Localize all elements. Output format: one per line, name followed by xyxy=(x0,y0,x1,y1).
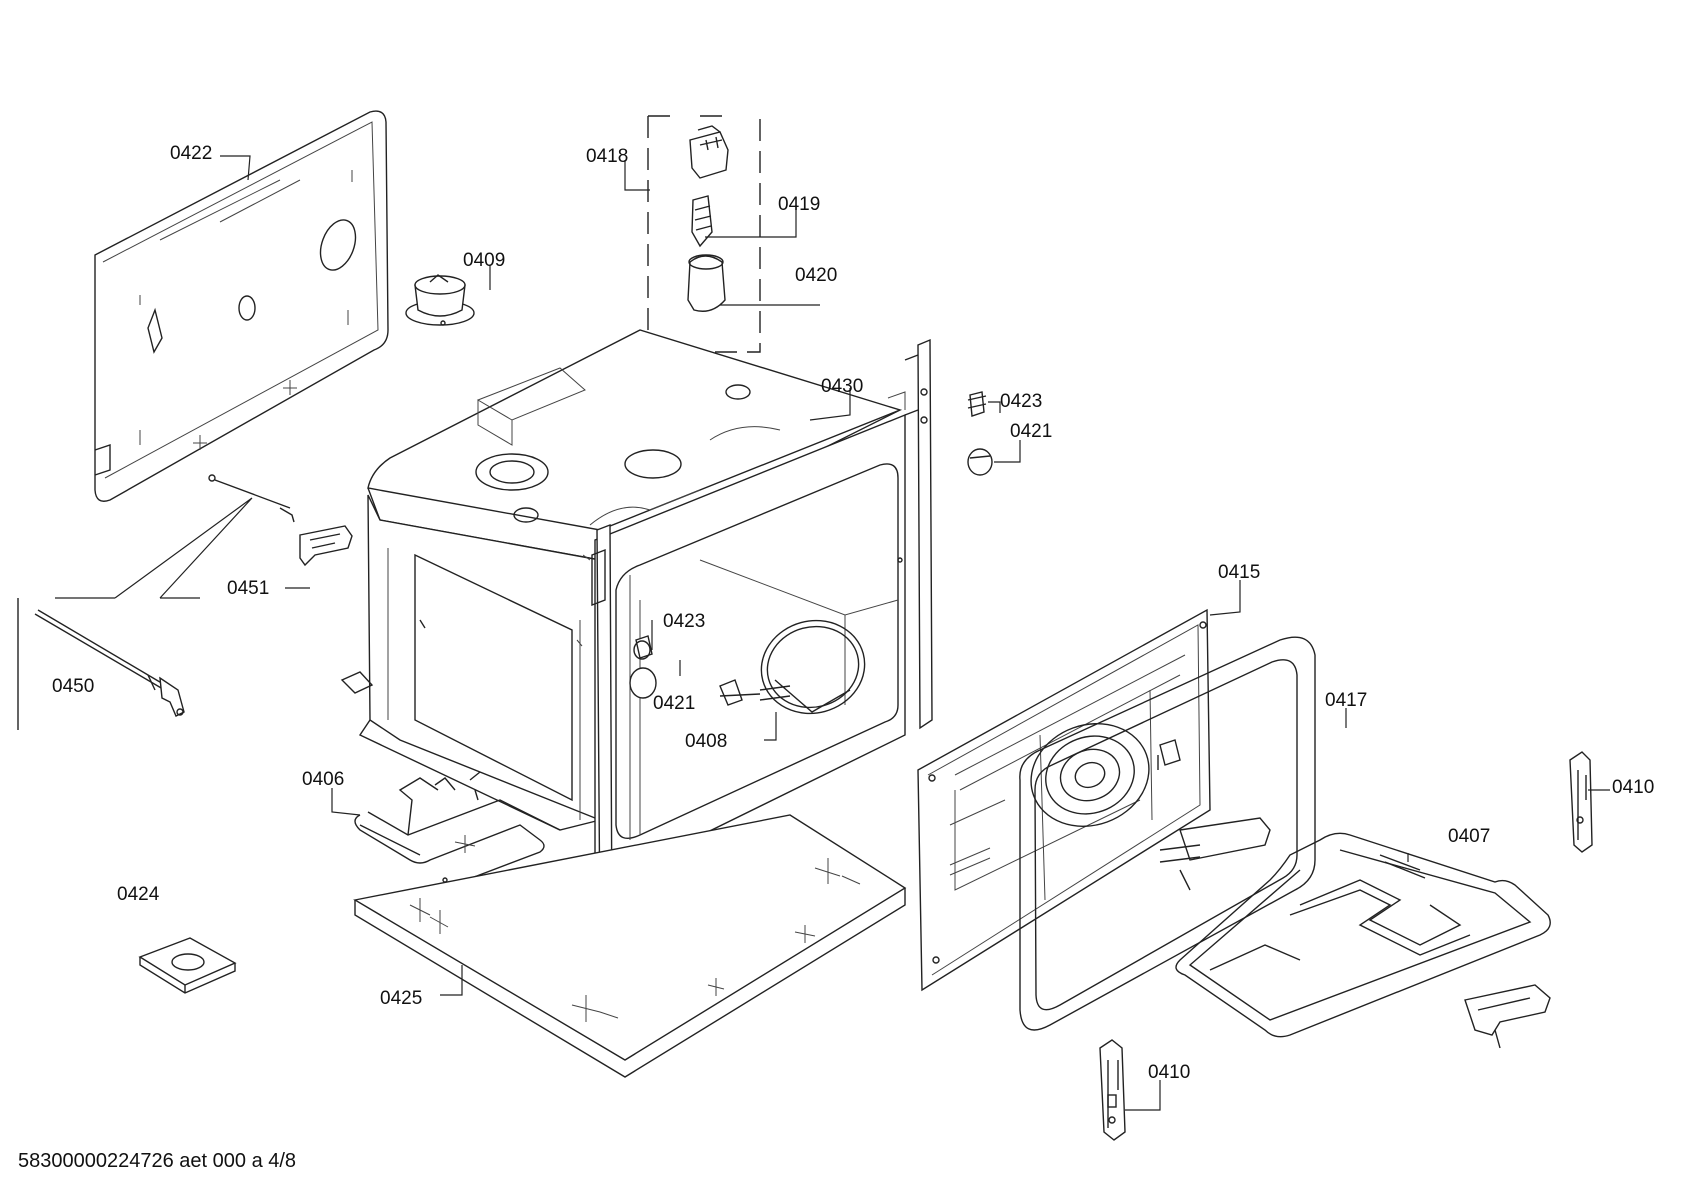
part-0450-sensor-rod xyxy=(17,598,185,730)
part-0409-fan-motor xyxy=(405,274,475,326)
label-0408: 0408 xyxy=(685,731,727,752)
label-0422: 0422 xyxy=(170,143,212,164)
label-0425: 0425 xyxy=(380,988,422,1009)
label-0409: 0409 xyxy=(463,250,505,271)
part-0451-temperature-sensor xyxy=(55,474,353,599)
part-0417-door-seal xyxy=(1019,636,1316,1031)
label-0423-inner: 0423 xyxy=(663,611,705,632)
part-0410-hinge-right xyxy=(1569,751,1593,853)
label-0419: 0419 xyxy=(778,194,820,215)
part-0408-ring-element xyxy=(719,619,866,715)
label-0410-right: 0410 xyxy=(1612,777,1654,798)
label-0415: 0415 xyxy=(1218,562,1260,583)
label-0417: 0417 xyxy=(1325,690,1367,711)
part-0423-0421-upper xyxy=(967,391,993,476)
label-0418: 0418 xyxy=(586,146,628,167)
label-0420: 0420 xyxy=(795,265,837,286)
document-reference-footer: 58300000224726 aet 000 a 4/8 xyxy=(18,1150,297,1172)
leader-lines xyxy=(220,155,1610,1111)
label-0450: 0450 xyxy=(52,676,94,697)
label-0421-inner: 0421 xyxy=(653,693,695,714)
label-0424: 0424 xyxy=(117,884,160,905)
label-0423-upper: 0423 xyxy=(1000,391,1042,412)
part-0424-square-pad xyxy=(138,937,237,994)
part-0410-hinge-bottom xyxy=(1099,1039,1126,1141)
part-0415-fan-panel xyxy=(917,608,1211,992)
label-0451: 0451 xyxy=(227,578,269,599)
label-0407: 0407 xyxy=(1448,826,1490,847)
part-labels: 0422 0409 0418 0419 0420 0430 0423 0421 … xyxy=(52,143,1654,1083)
label-0410-bottom: 0410 xyxy=(1148,1062,1190,1083)
part-0407-grill-element xyxy=(1159,817,1551,1049)
part-0423-0421-inner xyxy=(629,635,657,699)
label-0406: 0406 xyxy=(302,769,344,790)
label-0430: 0430 xyxy=(821,376,863,397)
part-0422-rear-panel xyxy=(94,110,389,502)
label-0421-upper: 0421 xyxy=(1010,421,1052,442)
part-0430-oven-cavity xyxy=(340,329,933,932)
part-0425-bottom-plate xyxy=(353,814,907,1078)
